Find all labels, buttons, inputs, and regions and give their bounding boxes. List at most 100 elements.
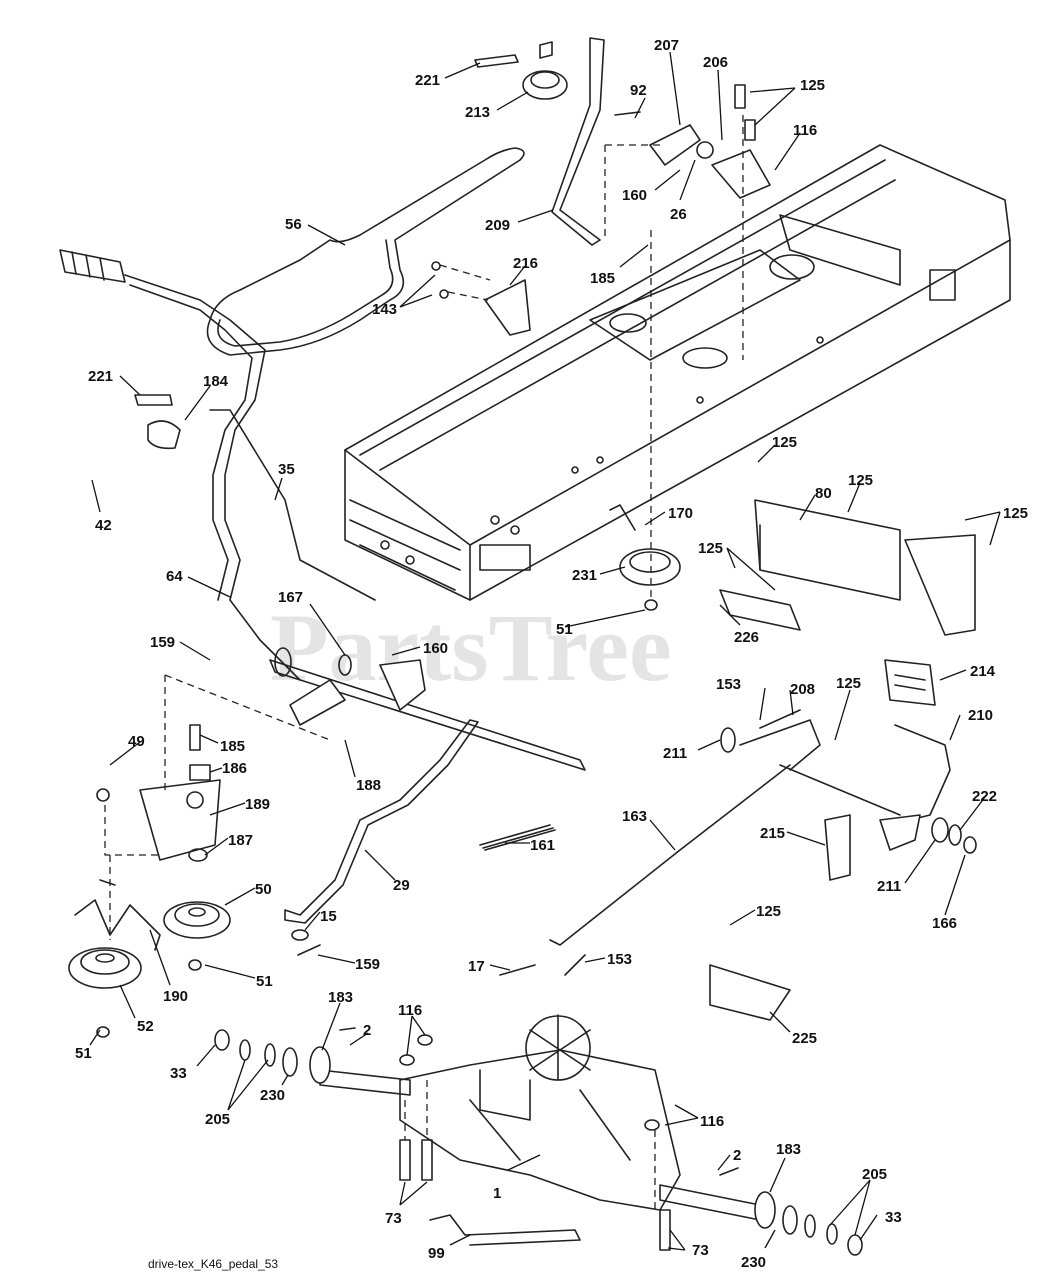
- callout-label: 208: [790, 681, 815, 698]
- bolts-73-116: [399, 1034, 739, 1251]
- spring-161: [479, 824, 556, 851]
- pedal-arm-210: [779, 724, 951, 851]
- pulley-213: [522, 41, 568, 100]
- callout-label: 186: [222, 760, 247, 777]
- callout-label: 216: [513, 255, 538, 272]
- callout-label: 17: [468, 958, 485, 975]
- callout-label: 125: [1003, 505, 1028, 522]
- pulley-50: [163, 901, 231, 971]
- springs-17-153: [499, 954, 586, 976]
- callout-label: 33: [885, 1209, 902, 1226]
- callout-label: 125: [848, 472, 873, 489]
- callout-label: 56: [285, 216, 302, 233]
- callout-label: 51: [75, 1045, 92, 1062]
- leader-lines: [89, 51, 1001, 1251]
- pedal-214: [884, 659, 936, 706]
- bracket-189: [139, 779, 221, 861]
- callout-label: 226: [734, 629, 759, 646]
- callout-label: 92: [630, 82, 647, 99]
- callout-label: 222: [972, 788, 997, 805]
- callout-label: 125: [756, 903, 781, 920]
- callout-label: 153: [716, 676, 741, 693]
- callout-label: 230: [741, 1254, 766, 1271]
- callout-label: 35: [278, 461, 295, 478]
- callout-label: 221: [415, 72, 440, 89]
- rod-29: [284, 719, 479, 956]
- callout-label: 184: [203, 373, 229, 390]
- pulley-52: [68, 947, 142, 1038]
- callout-label: 153: [607, 951, 632, 968]
- pulley-231: [609, 504, 681, 611]
- callout-label: 125: [772, 434, 797, 451]
- rod-99: [429, 1214, 581, 1246]
- callout-label: 207: [654, 37, 679, 54]
- callout-label: 42: [95, 517, 112, 534]
- callout-label: 190: [163, 988, 188, 1005]
- callout-label: 73: [385, 1210, 402, 1227]
- bracket-216: [431, 261, 531, 336]
- washers-222-166-211: [720, 727, 977, 854]
- callout-label: 49: [128, 733, 145, 750]
- rod-209: [551, 37, 605, 246]
- diagram-caption: drive-tex_K46_pedal_53: [148, 1257, 278, 1271]
- bracket-80: [754, 499, 976, 636]
- axle-left: [214, 1027, 411, 1096]
- callout-label: 26: [670, 206, 687, 223]
- callout-label: 170: [668, 505, 693, 522]
- rod-35: [209, 409, 376, 601]
- callout-label: 214: [970, 663, 996, 680]
- bracket-225: [709, 964, 791, 1021]
- callout-label: 51: [256, 973, 273, 990]
- callout-label: 99: [428, 1245, 445, 1262]
- callout-label: 125: [836, 675, 861, 692]
- bracket-assembly-206: [696, 84, 771, 199]
- callout-label: 189: [245, 796, 270, 813]
- callout-label: 185: [220, 738, 245, 755]
- callout-label: 183: [328, 989, 353, 1006]
- assembly-lines: [104, 115, 744, 1210]
- pedal-cover-184: [134, 394, 181, 450]
- callout-label: 231: [572, 567, 597, 584]
- callout-label: 230: [260, 1087, 285, 1104]
- callout-label: 1: [493, 1185, 501, 1202]
- callout-label: 187: [228, 832, 253, 849]
- idler-arm-190: [74, 879, 161, 951]
- callout-label: 161: [530, 837, 555, 854]
- callout-label: 116: [700, 1113, 724, 1130]
- callout-label: 159: [150, 634, 175, 651]
- belt-56: [206, 147, 525, 356]
- callout-label: 160: [423, 640, 448, 657]
- callout-label: 125: [800, 77, 825, 94]
- callout-label: 213: [465, 104, 490, 121]
- bracket-207: [614, 111, 701, 166]
- callout-label: 209: [485, 217, 510, 234]
- watermark: PartsTree: [270, 594, 672, 701]
- callout-label: 206: [703, 54, 728, 71]
- transaxle-1: [399, 1014, 681, 1211]
- rod-163: [549, 764, 791, 946]
- callout-label: 116: [793, 122, 817, 139]
- callout-label: 52: [137, 1018, 154, 1035]
- lever-64: [124, 274, 301, 681]
- callout-label: 205: [862, 1166, 887, 1183]
- clip-221-top: [474, 54, 519, 68]
- callout-label: 166: [932, 915, 957, 932]
- callout-labels: 221 213 207 206 92 125 116 160 26 209 56 185 216 143 2…: [75, 37, 1028, 1271]
- callout-label: 215: [760, 825, 785, 842]
- callout-label: 159: [355, 956, 380, 973]
- bracket-226: [719, 589, 801, 631]
- axle-right: [659, 1184, 863, 1256]
- callout-label: 29: [393, 877, 410, 894]
- callout-label: 50: [255, 881, 272, 898]
- bracket-160: [289, 659, 426, 726]
- parts-185-186-187: [96, 724, 211, 862]
- bracket-215: [824, 814, 851, 881]
- callout-label: 143: [372, 301, 397, 318]
- callout-label: 211: [877, 878, 901, 895]
- callout-label: 33: [170, 1065, 187, 1082]
- grip-42: [59, 249, 126, 283]
- shaft-208-153: [739, 709, 821, 771]
- callout-label: 205: [205, 1111, 230, 1128]
- callout-label: 188: [356, 777, 381, 794]
